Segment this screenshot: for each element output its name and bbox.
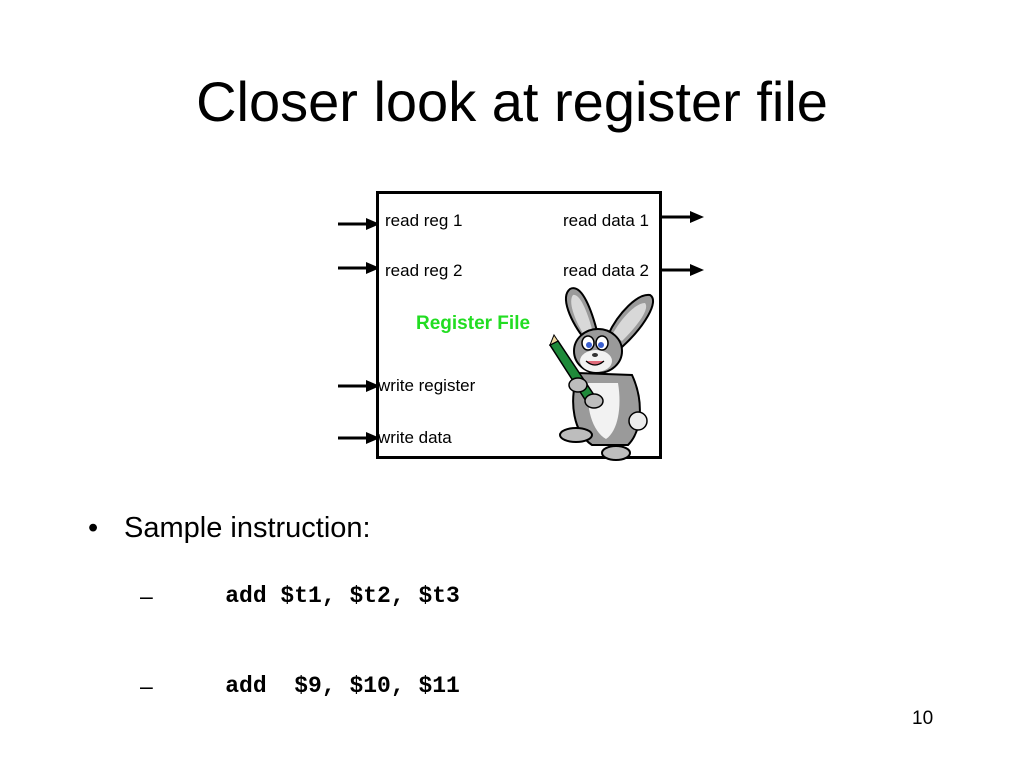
sub-bullet-instruction-2: – add $9, $10, $11 (88, 644, 460, 728)
register-file-label: Register File (416, 313, 531, 334)
read-data-1-label: read data 1 (563, 211, 650, 230)
read-reg-1-label: read reg 1 (385, 211, 463, 230)
slide-title: Closer look at register file (196, 70, 828, 133)
write-register-label: write register (378, 376, 476, 395)
dash-marker: – (140, 583, 153, 609)
sub-bullet-text: add $9, $10, $11 (225, 673, 460, 699)
arrow-write-data-icon (338, 432, 380, 444)
arrow-read-data-2-icon (662, 264, 704, 276)
read-data-2-label: read data 2 (563, 261, 650, 280)
register-file-diagram: read reg 1 read reg 2 read data 1 read d… (330, 185, 710, 470)
sub-bullet-text: add $t1, $t2, $t3 (225, 583, 460, 609)
arrow-read-reg-1-icon (338, 218, 380, 230)
bullet-marker: • (88, 512, 99, 544)
bullet-text: Sample instruction: (124, 512, 371, 544)
arrow-read-reg-2-icon (338, 262, 380, 274)
write-data-label: write data (378, 428, 452, 447)
dash-marker: – (140, 673, 153, 699)
arrow-read-data-1-icon (662, 211, 704, 223)
bunny-with-pencil-icon (548, 287, 655, 461)
arrow-write-register-icon (338, 380, 380, 392)
sub-bullet-instruction-1: – add $t1, $t2, $t3 (88, 554, 460, 638)
bullet-list: • Sample instruction: – add $t1, $t2, $t3… (88, 508, 460, 728)
bullet-sample-instruction: • Sample instruction: (88, 508, 460, 548)
read-reg-2-label: read reg 2 (385, 261, 463, 280)
page-number: 10 (912, 708, 934, 729)
